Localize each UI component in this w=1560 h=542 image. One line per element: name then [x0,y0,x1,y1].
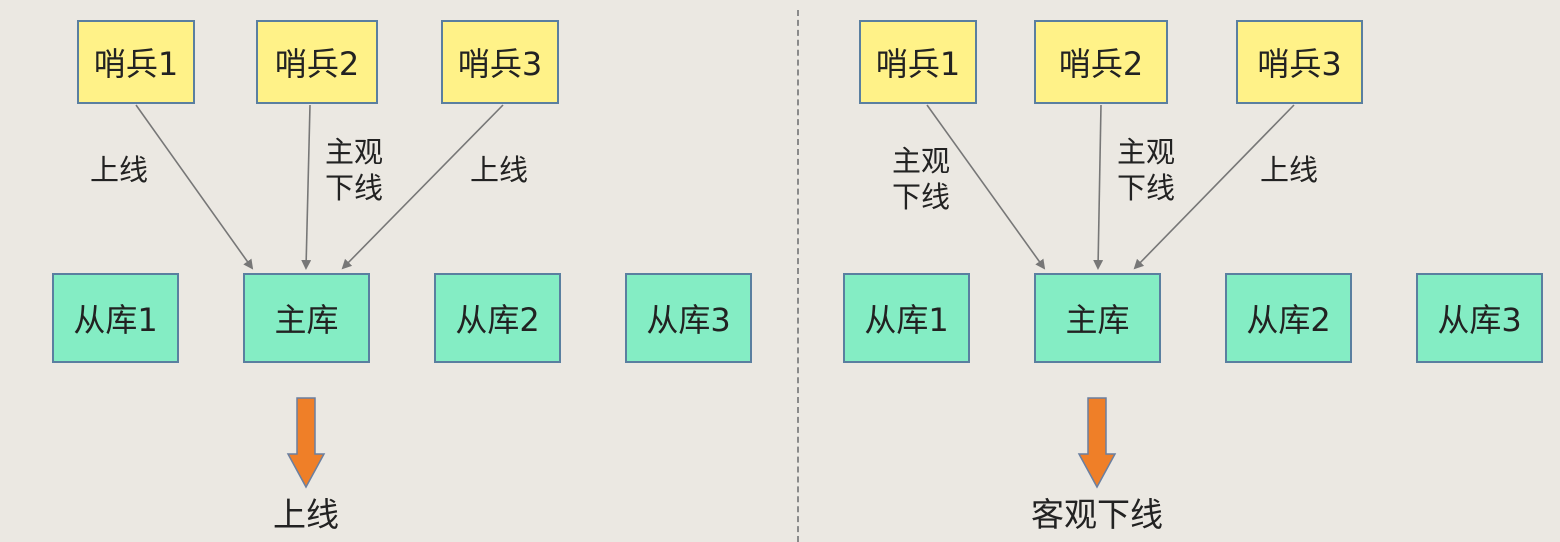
edge-sentinel1-master [135,104,254,270]
edge-label-3: 上线 [470,153,529,187]
left-panel: 哨兵1 哨兵2 哨兵3 上线 主观 下线 上线 从库1 主库 从库2 从库3 上… [52,20,752,534]
edge-label-2: 主观 下线 [325,135,384,205]
db-label: 从库2 [455,301,540,339]
edge-sentinel2-master [301,104,312,270]
db-label: 从库1 [864,301,949,339]
db-box-slave1: 从库1 [843,273,970,363]
sentinel-label: 哨兵3 [1257,45,1342,83]
result-label: 客观下线 [1031,495,1163,534]
right-panel: 哨兵1 哨兵2 哨兵3 主观 下线 主观 下线 上线 从库1 主库 从库2 从库… [782,0,1560,542]
edge-sentinel3-master [341,104,504,270]
db-box-master: 主库 [1034,273,1161,363]
db-box-slave3: 从库3 [1416,273,1543,363]
left-arrows [135,104,504,489]
sentinel-label: 哨兵1 [875,45,961,83]
edge-sentinel2-master [1093,104,1104,270]
edge-label-3: 上线 [1260,153,1319,187]
db-label: 从库3 [1437,301,1522,339]
sentinel-box-2: 哨兵2 [256,20,378,104]
db-box-slave2: 从库2 [1225,273,1352,363]
db-label: 主库 [274,301,339,339]
sentinel-label: 哨兵2 [274,45,360,83]
sentinel-box-1: 哨兵1 [859,20,977,104]
db-label: 从库1 [73,301,158,339]
db-box-slave2: 从库2 [434,273,561,363]
edge-label-1: 上线 [90,153,149,187]
edge-label-1: 主观 下线 [892,144,951,214]
result-arrow [1077,397,1117,489]
sentinel-label: 哨兵1 [93,45,179,83]
sentinel-box-2: 哨兵2 [1034,20,1168,104]
sentinel-box-3: 哨兵3 [441,20,559,104]
db-box-slave3: 从库3 [625,273,752,363]
right-arrows [926,104,1295,489]
db-label: 主库 [1065,301,1130,339]
db-label: 从库3 [646,301,731,339]
result-label: 上线 [273,495,339,534]
sentinel-label: 哨兵3 [457,45,543,83]
edge-label-2: 主观 下线 [1117,135,1176,205]
panel-divider [797,10,799,542]
db-box-master: 主库 [243,273,370,363]
sentinel-label: 哨兵2 [1058,45,1144,83]
edge-sentinel1-master [926,104,1046,270]
edge-sentinel3-master [1133,104,1295,270]
sentinel-box-3: 哨兵3 [1236,20,1363,104]
result-arrow [286,397,326,489]
sentinel-box-1: 哨兵1 [77,20,195,104]
db-box-slave1: 从库1 [52,273,179,363]
db-label: 从库2 [1246,301,1331,339]
